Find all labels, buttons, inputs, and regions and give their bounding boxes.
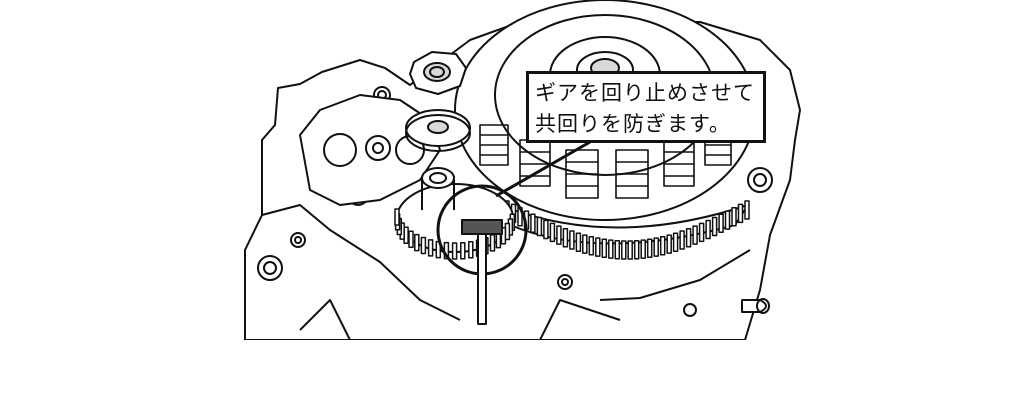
- cover-hole: [372, 142, 384, 154]
- gear-tooth: [427, 239, 434, 257]
- gear-shaft-body: [421, 178, 455, 210]
- gear-tooth: [685, 227, 692, 248]
- gear-tooth: [659, 235, 666, 256]
- breather-fitting-end: [756, 298, 770, 314]
- gear-tooth: [633, 239, 640, 260]
- callout-line-1: ギアを回り止めさせて: [535, 81, 755, 105]
- hex-nut-bore-inner: [429, 66, 445, 78]
- breather-fitting: [741, 299, 767, 313]
- gear-tooth: [744, 200, 750, 220]
- gear-tooth: [737, 203, 744, 224]
- gear-tooth: [543, 219, 549, 240]
- washer-hole: [427, 120, 449, 134]
- gear-tooth: [420, 236, 427, 255]
- gear-tooth: [679, 230, 685, 250]
- gear-tooth: [705, 219, 711, 240]
- cover-hole: [323, 133, 357, 167]
- gear-tooth: [653, 237, 659, 257]
- gear-tooth: [595, 237, 601, 257]
- gear-tooth: [530, 213, 536, 234]
- case-bolt-boss: [747, 167, 773, 193]
- callout-leader: [495, 140, 591, 198]
- case-bolt-boss: [290, 232, 306, 248]
- gear-shaft: [421, 167, 455, 189]
- gear-tooth: [608, 239, 614, 259]
- washer-edge: [405, 114, 471, 152]
- gear-tooth: [582, 234, 588, 254]
- gear-tooth: [640, 239, 646, 259]
- gear-shaft-bore: [429, 172, 447, 184]
- gear-tooth: [562, 227, 569, 248]
- gear-tooth: [718, 213, 724, 234]
- callout-box: ギアを回り止めさせて 共回りを防ぎます。: [526, 71, 766, 143]
- gear-tooth: [468, 240, 474, 259]
- case-bolt-boss: [561, 278, 569, 286]
- case-bolt-boss: [557, 274, 573, 290]
- gear-tooth: [601, 238, 608, 258]
- gear-tooth: [489, 234, 496, 252]
- callout-line-2: 共回りを防ぎます。: [535, 112, 731, 136]
- case-contour: [299, 299, 351, 340]
- gear-tooth: [731, 207, 737, 227]
- gear-tooth: [672, 232, 679, 252]
- primary-driven-gear-teeth: [504, 200, 750, 260]
- gear-tooth: [451, 242, 458, 260]
- case-contour: [261, 204, 461, 321]
- gear-tooth: [569, 230, 575, 250]
- gear-tooth: [711, 216, 718, 237]
- gear-tooth: [614, 239, 621, 260]
- case-bolt-boss: [294, 236, 302, 244]
- hex-nut-bore: [423, 62, 451, 82]
- case-contour: [539, 299, 621, 340]
- gear-tooth: [646, 238, 653, 258]
- gear-tooth: [724, 210, 731, 230]
- gear-tooth: [666, 234, 672, 254]
- gear-stopper-rod: [477, 233, 487, 325]
- gear-tooth: [621, 240, 627, 260]
- gear-tooth: [692, 225, 698, 245]
- case-bolt-boss: [753, 173, 767, 187]
- case-bolt-boss: [263, 261, 277, 275]
- gear-tooth: [408, 230, 414, 248]
- gear-tooth: [549, 222, 556, 243]
- case-bolt-boss: [257, 255, 283, 281]
- case-bolt-boss: [683, 303, 697, 317]
- case-contour: [599, 249, 751, 301]
- gear-tooth: [414, 233, 420, 252]
- gear-tooth: [394, 208, 400, 226]
- gear-tooth: [588, 235, 595, 256]
- gear-tooth: [460, 241, 466, 260]
- gear-tooth: [536, 216, 543, 237]
- cover-hole: [365, 135, 391, 161]
- gear-tooth: [556, 225, 562, 245]
- gear-tooth: [575, 232, 582, 252]
- gear-tooth: [500, 226, 507, 245]
- gear-stopper-block: [461, 219, 503, 235]
- gear-tooth: [627, 240, 633, 260]
- gear-tooth: [698, 222, 705, 243]
